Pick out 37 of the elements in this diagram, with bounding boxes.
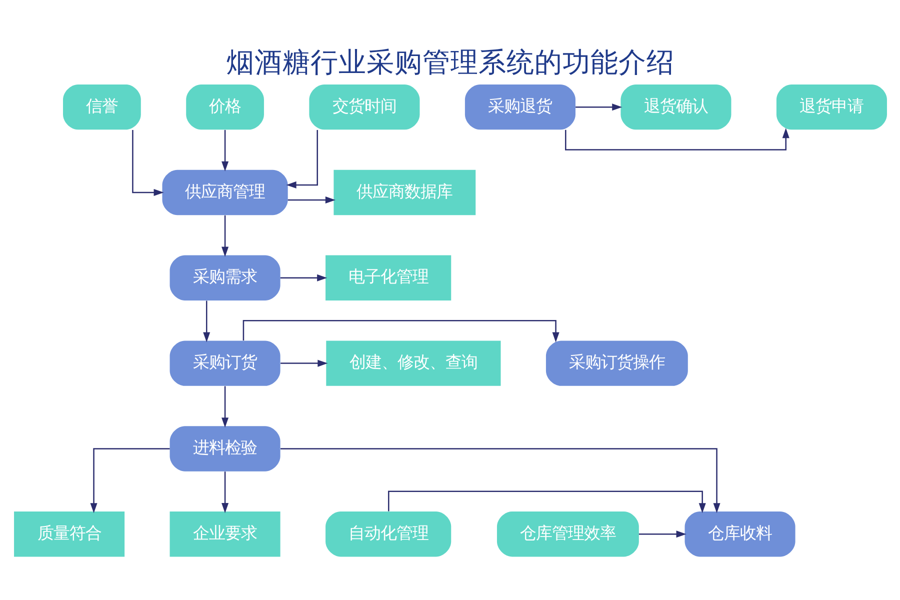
arrow xyxy=(221,129,228,171)
arrow xyxy=(280,274,327,281)
arrow xyxy=(287,196,335,204)
node-box: 进料检验 xyxy=(169,426,280,471)
node-box: 交货时间 xyxy=(308,84,420,130)
arrow xyxy=(221,386,228,428)
arrow xyxy=(221,214,228,256)
arrow xyxy=(280,359,328,366)
arrow xyxy=(575,103,622,110)
node-box: 采购订货操作 xyxy=(545,340,688,386)
node-box: 自动化管理 xyxy=(325,511,451,556)
node-box: 采购需求 xyxy=(169,254,280,300)
node-box: 信誉 xyxy=(62,84,140,130)
node-box: 创建、修改、查询 xyxy=(326,340,500,386)
diagram-title: 烟酒糖行业采购管理系统的功能介绍 xyxy=(226,44,674,78)
node-box: 仓库收料 xyxy=(684,511,795,556)
arrow xyxy=(280,448,720,513)
arrow xyxy=(202,300,210,342)
arrow xyxy=(638,530,686,538)
node-box: 退货申请 xyxy=(776,84,886,130)
node-box: 企业要求 xyxy=(169,511,280,556)
node-box: 退货确认 xyxy=(620,84,731,130)
node-box: 质量符合 xyxy=(14,511,124,556)
arrow xyxy=(221,471,228,513)
arrow xyxy=(90,448,170,513)
node-box: 供应商数据库 xyxy=(333,169,476,215)
node-box: 采购订货 xyxy=(169,340,280,386)
arrow xyxy=(286,130,318,188)
node-box: 供应商管理 xyxy=(162,169,288,215)
node-box: 电子化管理 xyxy=(325,254,451,300)
arrow xyxy=(564,128,789,150)
node-box: 采购退货 xyxy=(464,84,575,130)
arrow xyxy=(132,129,164,196)
arrow xyxy=(388,490,706,513)
node-box: 仓库管理效率 xyxy=(496,511,638,556)
node-box: 价格 xyxy=(186,84,264,130)
arrow xyxy=(242,319,559,342)
